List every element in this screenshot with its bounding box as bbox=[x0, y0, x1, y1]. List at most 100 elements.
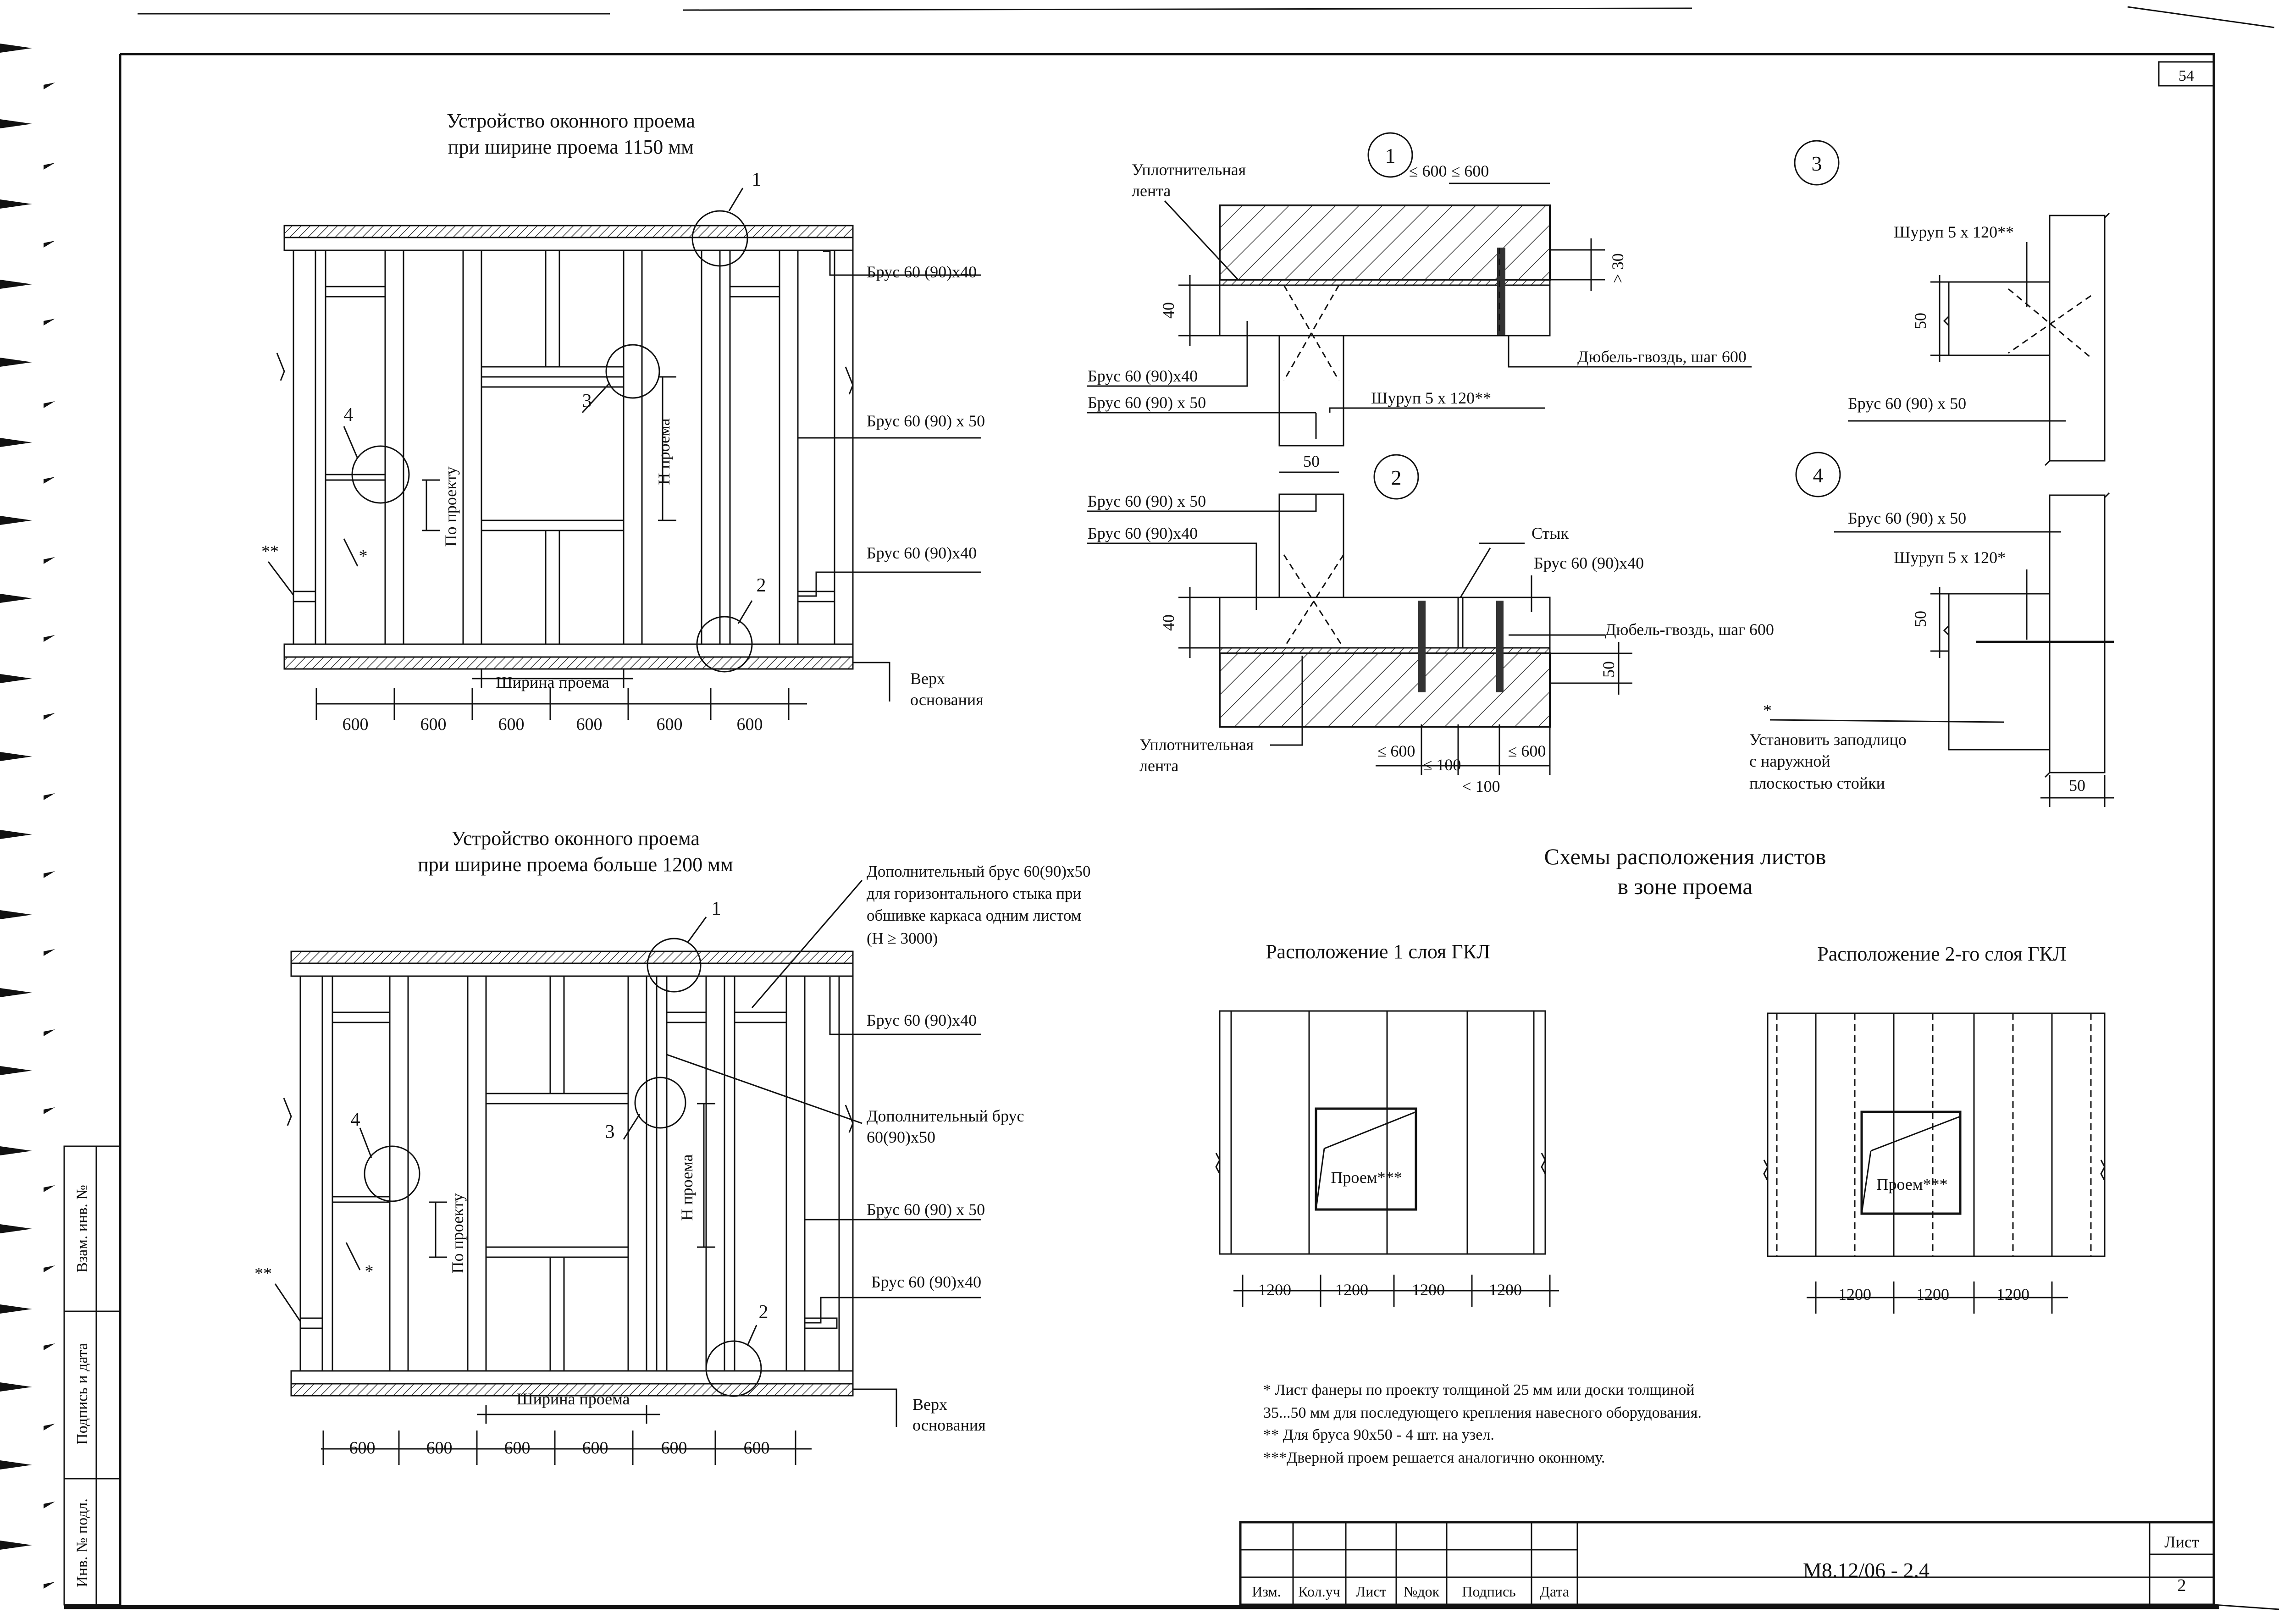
lower-verh-2: основания bbox=[912, 1416, 986, 1434]
node-4-brus: Брус 60 (90) х 50 bbox=[1848, 509, 1966, 527]
node-2-seal-1: Уплотнительная bbox=[1139, 735, 1254, 754]
lower-note-1: Дополнительный брус 60(90)х50 bbox=[867, 862, 1091, 880]
footnotes: * Лист фанеры по проекту толщиной 25 мм … bbox=[1263, 1381, 1702, 1466]
node-3-brus: Брус 60 (90) х 50 bbox=[1848, 394, 1966, 413]
node-3-detail: 3 Шуруп 5 х 120** 50 Брус 60 (90) х 50 bbox=[1794, 140, 2110, 466]
node-4-dim-50: 50 bbox=[1911, 611, 1930, 627]
stamp-vzam: Взам. инв. № bbox=[74, 1185, 91, 1273]
node-2-brus-a: Брус 60 (90) х 50 bbox=[1088, 492, 1206, 510]
upper-dim-1: 600 bbox=[343, 715, 369, 734]
lower-frame-drawing: Устройство оконного проема при ширине пр… bbox=[254, 827, 1091, 1465]
node-4-note-1: Установить заподлицо bbox=[1749, 730, 1907, 749]
upper-star: * bbox=[359, 547, 368, 566]
lower-add-brus-1: Дополнительный брус bbox=[867, 1107, 1024, 1125]
node-2-dim-lt100: < 100 bbox=[1462, 777, 1500, 795]
node-3-number: 3 bbox=[1812, 152, 1822, 175]
lower-verh-1: Верх bbox=[912, 1395, 947, 1414]
node-2-number: 2 bbox=[1391, 466, 1402, 489]
lower-shirina: Ширина проема bbox=[516, 1390, 630, 1408]
node-4-screw: Шуруп 5 х 120* bbox=[1894, 548, 2006, 567]
layer2-opening: Проем*** bbox=[1876, 1175, 1947, 1193]
layer1-dim-4: 1200 bbox=[1489, 1281, 1522, 1299]
node-1-number: 1 bbox=[1385, 144, 1396, 167]
footnote-3: ** Для бруса 90х50 - 4 шт. на узел. bbox=[1263, 1426, 1494, 1443]
node-4-detail: 4 Брус 60 (90) х 50 Шуруп 5 х 120* 50 * … bbox=[1749, 452, 2114, 807]
node-1-dowel: Дюбель-гвоздь, шаг 600 bbox=[1577, 348, 1747, 366]
footnote-2: 35...50 мм для последующего крепления на… bbox=[1263, 1404, 1702, 1421]
layer1-title: Расположение 1 слоя ГКЛ bbox=[1266, 940, 1490, 963]
node-4-dim-50b: 50 bbox=[2069, 776, 2085, 795]
node-3-screw: Шуруп 5 х 120** bbox=[1894, 223, 2014, 241]
lower-note-3: обшивке каркаса одним листом bbox=[867, 906, 1081, 924]
node-3-dim-50: 50 bbox=[1911, 313, 1930, 329]
layer1-dim-3: 1200 bbox=[1412, 1281, 1445, 1299]
lower-brus-stud: Брус 60 (90) х 50 bbox=[867, 1200, 985, 1219]
upper-h-proema: Н проема bbox=[655, 418, 673, 485]
node-2-dim-le600a: ≤ 600 bbox=[1377, 742, 1415, 760]
upper-dim-2: 600 bbox=[420, 715, 447, 734]
upper-dim-4: 600 bbox=[576, 715, 603, 734]
node-2-detail: 2 50 bbox=[1087, 452, 1774, 795]
lower-brus-bottom: Брус 60 (90)х40 bbox=[871, 1273, 981, 1291]
upper-dstar: ** bbox=[261, 542, 279, 561]
schemes-title-2: в зоне проема bbox=[1617, 873, 1753, 899]
schemes-title-1: Схемы расположения листов bbox=[1544, 844, 1826, 869]
upper-callout-1: 1 bbox=[752, 169, 762, 190]
upper-title-2: при ширине проема 1150 мм bbox=[448, 136, 694, 158]
tb-col-izm: Изм. bbox=[1252, 1583, 1281, 1600]
lower-brus-top: Брус 60 (90)х40 bbox=[867, 1011, 977, 1029]
lower-callout-2: 2 bbox=[759, 1302, 769, 1323]
node-1-dim-top: ≤ 600 ≤ 600 bbox=[1409, 162, 1489, 180]
upper-frame-drawing: Устройство оконного проема при ширине пр… bbox=[261, 110, 985, 734]
node-2-styk: Стык bbox=[1532, 524, 1569, 542]
node-1-brus-b: Брус 60 (90) х 50 bbox=[1088, 393, 1206, 412]
lower-dim-6: 600 bbox=[744, 1438, 770, 1458]
node-1-brus-a: Брус 60 (90)х40 bbox=[1088, 367, 1198, 385]
lower-dim-4: 600 bbox=[582, 1438, 608, 1458]
tb-col-podpis: Подпись bbox=[1462, 1583, 1516, 1600]
upper-verh-2: основания bbox=[910, 690, 984, 709]
node-4-star: * bbox=[1763, 701, 1772, 720]
lower-dim-1: 600 bbox=[349, 1438, 376, 1458]
node-2-dowel: Дюбель-гвоздь, шаг 600 bbox=[1605, 620, 1774, 639]
upper-dim-6: 600 bbox=[737, 715, 763, 734]
upper-shirina: Ширина проема bbox=[496, 673, 609, 691]
node-2-brus-c: Брус 60 (90)х40 bbox=[1534, 554, 1644, 572]
lower-callout-3: 3 bbox=[605, 1121, 615, 1143]
lower-note-2: для горизонтального стыка при bbox=[867, 884, 1081, 902]
sheet-frame: 54 bbox=[64, 53, 2279, 1610]
lower-dim-2: 600 bbox=[426, 1438, 453, 1458]
node-2-dim-le600b: ≤ 600 bbox=[1508, 742, 1546, 760]
upper-callout-4: 4 bbox=[344, 404, 354, 425]
node-2-seal-2: лента bbox=[1139, 757, 1178, 775]
layer1-dim-2: 1200 bbox=[1335, 1281, 1368, 1299]
tb-col-ndok: №док bbox=[1404, 1583, 1440, 1600]
tb-col-list: Лист bbox=[1355, 1583, 1386, 1600]
footnote-1: * Лист фанеры по проекту толщиной 25 мм … bbox=[1263, 1381, 1695, 1398]
sheet-schemes: Схемы расположения листов в зоне проема … bbox=[1215, 844, 2106, 1314]
tb-sheet-value: 2 bbox=[2178, 1576, 2186, 1595]
upper-callout-3: 3 bbox=[582, 391, 592, 412]
layer2-title: Расположение 2-го слоя ГКЛ bbox=[1817, 943, 2066, 965]
upper-po-proektu: По проекту bbox=[442, 467, 460, 547]
lower-dim-5: 600 bbox=[661, 1438, 687, 1458]
node-1-detail: 1 Уплотнительная лента ≤ 600 ≤ 600 > 30 … bbox=[1087, 132, 1752, 447]
node-2-dim-50b: 50 bbox=[1599, 661, 1618, 678]
lower-po-proektu: По проекту bbox=[448, 1193, 467, 1274]
tb-code: М8.12/06 - 2.4 bbox=[1803, 1558, 1930, 1582]
layer1-opening: Проем*** bbox=[1331, 1168, 1402, 1187]
lower-callout-1: 1 bbox=[712, 898, 721, 919]
lower-dim-3: 600 bbox=[504, 1438, 531, 1458]
upper-title-1: Устройство оконного проема bbox=[447, 110, 695, 132]
node-1-seal-2: лента bbox=[1132, 182, 1171, 200]
binding-marks bbox=[0, 44, 55, 1589]
upper-brus-stud: Брус 60 (90) х 50 bbox=[867, 412, 985, 430]
node-2-brus-b: Брус 60 (90)х40 bbox=[1088, 524, 1198, 542]
stamp-inv: Инв. № подл. bbox=[74, 1498, 91, 1587]
upper-brus-top: Брус 60 (90)х40 bbox=[867, 263, 977, 281]
node-4-number: 4 bbox=[1813, 464, 1824, 487]
side-stamp: Взам. инв. № Подпись и дата Инв. № подл. bbox=[63, 1145, 121, 1606]
tb-col-koluch: Кол.уч bbox=[1298, 1583, 1340, 1600]
lower-callout-4: 4 bbox=[351, 1109, 360, 1130]
